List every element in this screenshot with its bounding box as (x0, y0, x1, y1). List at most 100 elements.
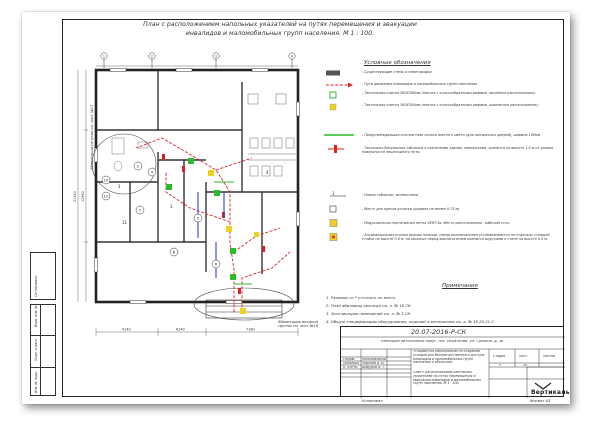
brand-logo-icon (534, 382, 552, 390)
induction-loop-icon (329, 219, 338, 227)
legend-text-call-button: - Антивандальная кнопка вызова помощи, п… (362, 233, 550, 242)
dim-bottom-1: 4140 (122, 328, 131, 332)
side-label-original: Инв. № подл. (34, 371, 38, 393)
note-1: 1. Размеры со * уточнить по месту. (326, 295, 397, 300)
wheelchair-place-icon (329, 205, 337, 213)
notes-heading: Примечания (442, 283, 478, 289)
legend-heading: Условные обозначения (364, 60, 431, 66)
note-3: 3. Экспликацию помещений см. л. № 3 СК. (326, 311, 412, 316)
room-number-2: 2 (137, 163, 140, 168)
legend-item-call-button: - Антивандальная кнопка вызова помощи, п… (324, 232, 560, 242)
call-button-icon (329, 233, 338, 241)
callout-restroom-circle (91, 133, 157, 195)
svg-text:1: 1 (332, 191, 335, 196)
axis-label-2: 2 (151, 54, 153, 58)
axis-label-3: 3 (215, 54, 217, 58)
object-address: Ненецкий автономный округ, пос. Искателе… (381, 340, 504, 343)
copied-label: Копировал (362, 399, 383, 403)
notes-list: 1. Размеры со * уточнить по месту. 2. Пл… (326, 294, 546, 326)
room-number-markers (101, 161, 221, 269)
dim-bottom-2: 6140 (176, 328, 185, 332)
tactile-linear-icon (329, 91, 337, 99)
brand-name: Вертикаль (531, 389, 570, 396)
restroom-fixtures (247, 93, 296, 177)
wc-room-fixtures (111, 137, 149, 172)
legend-text-induction: - Индукционная портативная петля VERT-3a… (362, 221, 510, 225)
sheet-title-line2: инвалидов и маломобильных групп населени… (185, 30, 375, 37)
legend-text-tactile-yellow: - Тактильная плитка 300Х300мм (плитка с … (362, 103, 539, 107)
sheet-description: План с расположением напольных указателе… (413, 371, 482, 386)
axis-markers (100, 52, 296, 68)
callout-entrance-circle (193, 287, 295, 321)
stage-value: Р (499, 363, 501, 367)
callout-entrance-label: Абилитация входной группы см. лист №16 (278, 320, 319, 329)
legend-item-induction: - Индукционная портативная петля VERT-3a… (324, 218, 560, 228)
axis-label-4: 4 (291, 54, 294, 58)
drawing-sheet: Согласовано Взам. инв. № Подп. и дата Ин… (22, 12, 570, 404)
dim-bottom-3: 7180 (246, 328, 255, 332)
movement-route (135, 137, 291, 312)
room-number-5: 5 (197, 215, 200, 220)
project-description: «Разработка мероприятий по созданию усло… (413, 350, 485, 365)
drawing-frame (62, 19, 564, 397)
legend-item-walls: - Существующие стены и перегородки (324, 68, 560, 78)
legend-item-tactile-green: - Тактильная плитка 300Х300мм (плитка с … (324, 90, 560, 100)
callout-restroom-label: Абилитация санузла см. лист №17 (90, 105, 94, 170)
legend-item-route: - Пути движения инвалидов и маломобильны… (324, 80, 560, 90)
side-stamp-inventory: Взам. инв. № Подп. и дата Инв. № подл. (30, 304, 56, 396)
tactile-checker-icon (329, 103, 337, 111)
legend-item-tactile-yellow: - Тактильная плитка 300Х300мм (плитка с … (324, 102, 560, 112)
role-developer: Разраб. (343, 357, 356, 361)
legend-text-route: - Пути движения инвалидов и маломобильны… (362, 82, 478, 86)
route-arrow-icon (326, 82, 353, 88)
side-label-replace: Взам. инв. № (34, 305, 38, 327)
axis-label-1: 1 (103, 54, 105, 58)
room-number-7: 7 (139, 207, 142, 212)
legend-text-tactile-green: - Тактильная плитка 300Х300мм (плитка с … (362, 91, 536, 95)
walls-symbol (326, 70, 340, 76)
legend-item-wheelchair: - Место для кресла-коляски (ширина не ме… (324, 204, 560, 214)
sign-icon (328, 145, 344, 153)
room-number-12: 12 (104, 194, 108, 198)
sheet-header: Лист (519, 355, 528, 358)
dim-left-2: 21340 (73, 191, 77, 202)
room-number-11: 11 (122, 220, 128, 225)
room-number-6: 6 (215, 261, 218, 266)
legend-text-walls: - Существующие стены и перегородки (362, 70, 432, 74)
stage-header: Стадия (493, 355, 506, 358)
building-walls (94, 68, 300, 304)
name-developer: Мальчиковский (362, 357, 386, 361)
legend-text-number: - Номер таблички, мнемосхемы (362, 193, 419, 197)
dim-left-1: 12960 (81, 191, 85, 202)
side-label-sign: Подп. и дата (34, 339, 38, 361)
dimension-bottom (95, 328, 299, 336)
role-norm-control: Н. контр. (343, 365, 359, 369)
title-block-grid (341, 336, 565, 398)
entrance-porch (205, 299, 283, 319)
title-block: 20.07-2016-Р-СК Ненецкий автономный окру… (340, 326, 570, 398)
floor-plan: 1 2 3 4 (73, 52, 300, 336)
legend-text-sign: - Тактильно-Визуальная табличка о назнач… (362, 146, 553, 155)
sheet-title-line1: План с расположением напольных указателе… (143, 21, 417, 28)
role-checker: Проверил (343, 361, 360, 365)
side-stamp-agreed: Согласовано (30, 252, 56, 300)
room-number-4: 4 (266, 170, 269, 175)
note-2: 2. План абиловищ крыльца см. л. № 16 СК. (326, 303, 412, 308)
format-label: Формат А3 (530, 399, 551, 403)
contrast-strips (214, 181, 252, 285)
legend-text-wheelchair: - Место для кресла-коляски (ширина не ме… (362, 207, 460, 211)
document-code: 20.07-2016-Р-СК (411, 328, 467, 336)
number-marker-icon: 1 (330, 191, 346, 197)
room-number-8: 8 (173, 249, 176, 254)
contrast-strip-icon (324, 134, 354, 136)
side-label-agreed: Согласовано (34, 275, 38, 297)
room-number-9: 9 (151, 169, 154, 174)
room-number-1: 1 (118, 184, 121, 189)
dimension-left (77, 70, 88, 302)
legend-item-contrast-strip: - Предупреждающая контрастная полоса жел… (324, 130, 560, 140)
legend-item-sign: - Тактильно-Визуальная табличка о назнач… (324, 144, 560, 154)
legend-item-number: 1 - Номер таблички, мнемосхемы (324, 190, 560, 200)
name-norm-control: Шабуров В. Т. (362, 365, 386, 369)
room-number-3: 3 (170, 204, 173, 209)
sheet-value: 16 (523, 363, 528, 367)
